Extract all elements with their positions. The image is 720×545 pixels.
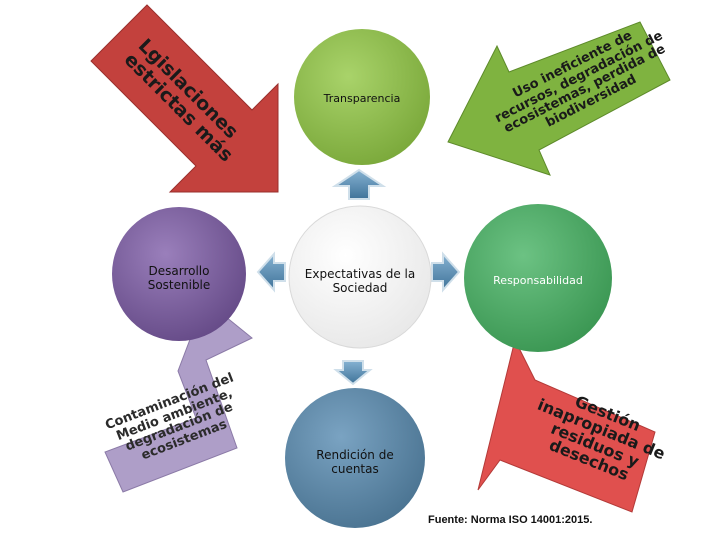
- source-caption: Fuente: Norma ISO 14001:2015.: [428, 514, 593, 526]
- arrow-waste: [477, 338, 656, 513]
- connector-left-arrow: [256, 251, 286, 293]
- node-transparency: [294, 29, 430, 165]
- arrow-resources: [447, 21, 671, 176]
- connector-up-arrow: [331, 168, 387, 200]
- label-transparency: Transparencia: [323, 91, 401, 105]
- label-sustainable-development: Desarrollo Sostenible: [147, 263, 211, 292]
- node-society-expectations: [288, 205, 432, 349]
- arrow-legislation: [90, 4, 279, 193]
- label-society-expectations: Expectativas de la Sociedad: [304, 266, 416, 295]
- node-sustainable-development: [112, 207, 246, 341]
- node-responsibility: [464, 204, 612, 352]
- node-accountability: [285, 388, 425, 528]
- label-responsibility: Responsabilidad: [493, 273, 583, 287]
- label-accountability: Rendición de cuentas: [316, 447, 394, 476]
- connector-right-arrow: [431, 251, 461, 293]
- connector-down-arrow: [333, 360, 373, 386]
